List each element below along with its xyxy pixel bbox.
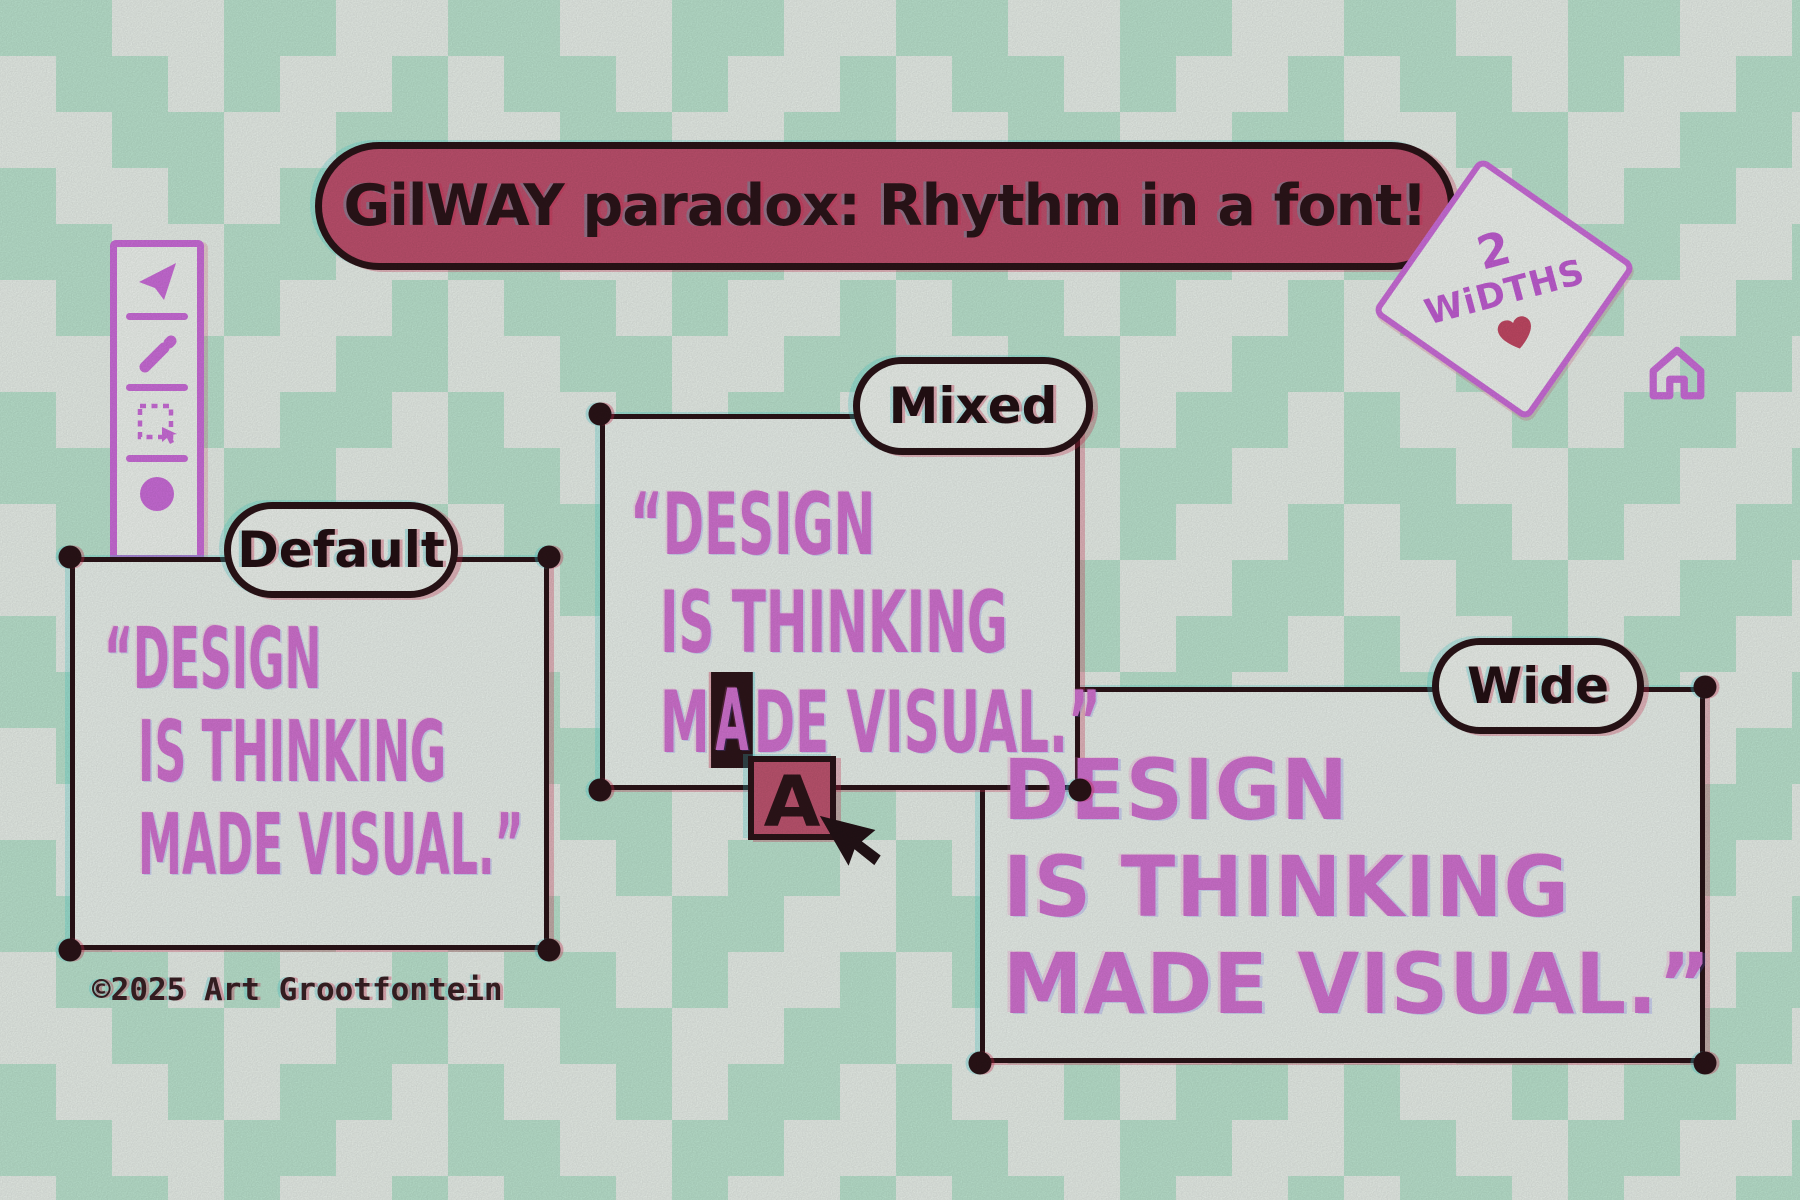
- selection-handle[interactable]: [1068, 778, 1092, 802]
- quote-line-part: M: [660, 673, 710, 773]
- quote-line: DESIGN: [1003, 741, 1349, 839]
- selected-glyph: A: [715, 671, 749, 771]
- selection-handle[interactable]: [588, 402, 612, 426]
- quote-line: MADE VISUAL.”: [1003, 935, 1712, 1033]
- title-banner: GilWAY paradox: Rhythm in a font!: [315, 142, 1455, 270]
- quote-line: IS THINKING: [138, 703, 447, 802]
- heart-icon: [1497, 315, 1531, 349]
- selection-handle[interactable]: [58, 938, 82, 962]
- selection-handle[interactable]: [1693, 675, 1717, 699]
- toolbar-divider: [126, 455, 188, 462]
- ellipse-icon[interactable]: [133, 470, 181, 518]
- selection-handle[interactable]: [58, 545, 82, 569]
- swatch-glyph: A: [763, 760, 821, 840]
- quote-wide: DESIGN IS THINKING MADE VISUAL.”: [1003, 742, 1749, 1033]
- toolbar-divider: [126, 313, 188, 320]
- frame-label-text: Default: [237, 521, 445, 579]
- selection-handle[interactable]: [588, 778, 612, 802]
- copyright-text: ©2025 Art Grootfontein: [92, 972, 503, 1008]
- frame-label-text: Wide: [1467, 657, 1609, 715]
- quote-line: “DESIGN: [630, 475, 876, 575]
- selection-handle[interactable]: [537, 545, 561, 569]
- toolbar-divider: [126, 384, 188, 391]
- frame-label-mixed[interactable]: Mixed: [853, 357, 1093, 455]
- selected-glyph-box[interactable]: A: [710, 671, 753, 771]
- page-title: GilWAY paradox: Rhythm in a font!: [343, 173, 1428, 239]
- pencil-icon[interactable]: [133, 328, 181, 376]
- quote-line: IS THINKING: [660, 573, 1008, 673]
- toolbar: [110, 240, 204, 562]
- frame-label-text: Mixed: [888, 377, 1058, 435]
- quote-line: IS THINKING: [1003, 838, 1570, 936]
- badge-count: 2: [1471, 219, 1516, 281]
- navigation-arrow-icon[interactable]: [133, 257, 181, 305]
- quote-line: “DESIGN: [104, 610, 322, 709]
- quote-line: MADE VISUAL.”: [138, 796, 524, 895]
- selection-handle[interactable]: [537, 938, 561, 962]
- home-icon[interactable]: [1646, 343, 1708, 403]
- frame-label-wide[interactable]: Wide: [1432, 638, 1644, 734]
- frame-label-default[interactable]: Default: [224, 502, 458, 598]
- selection-handle[interactable]: [968, 1051, 992, 1075]
- marquee-select-icon[interactable]: [133, 399, 181, 447]
- selection-handle[interactable]: [1693, 1051, 1717, 1075]
